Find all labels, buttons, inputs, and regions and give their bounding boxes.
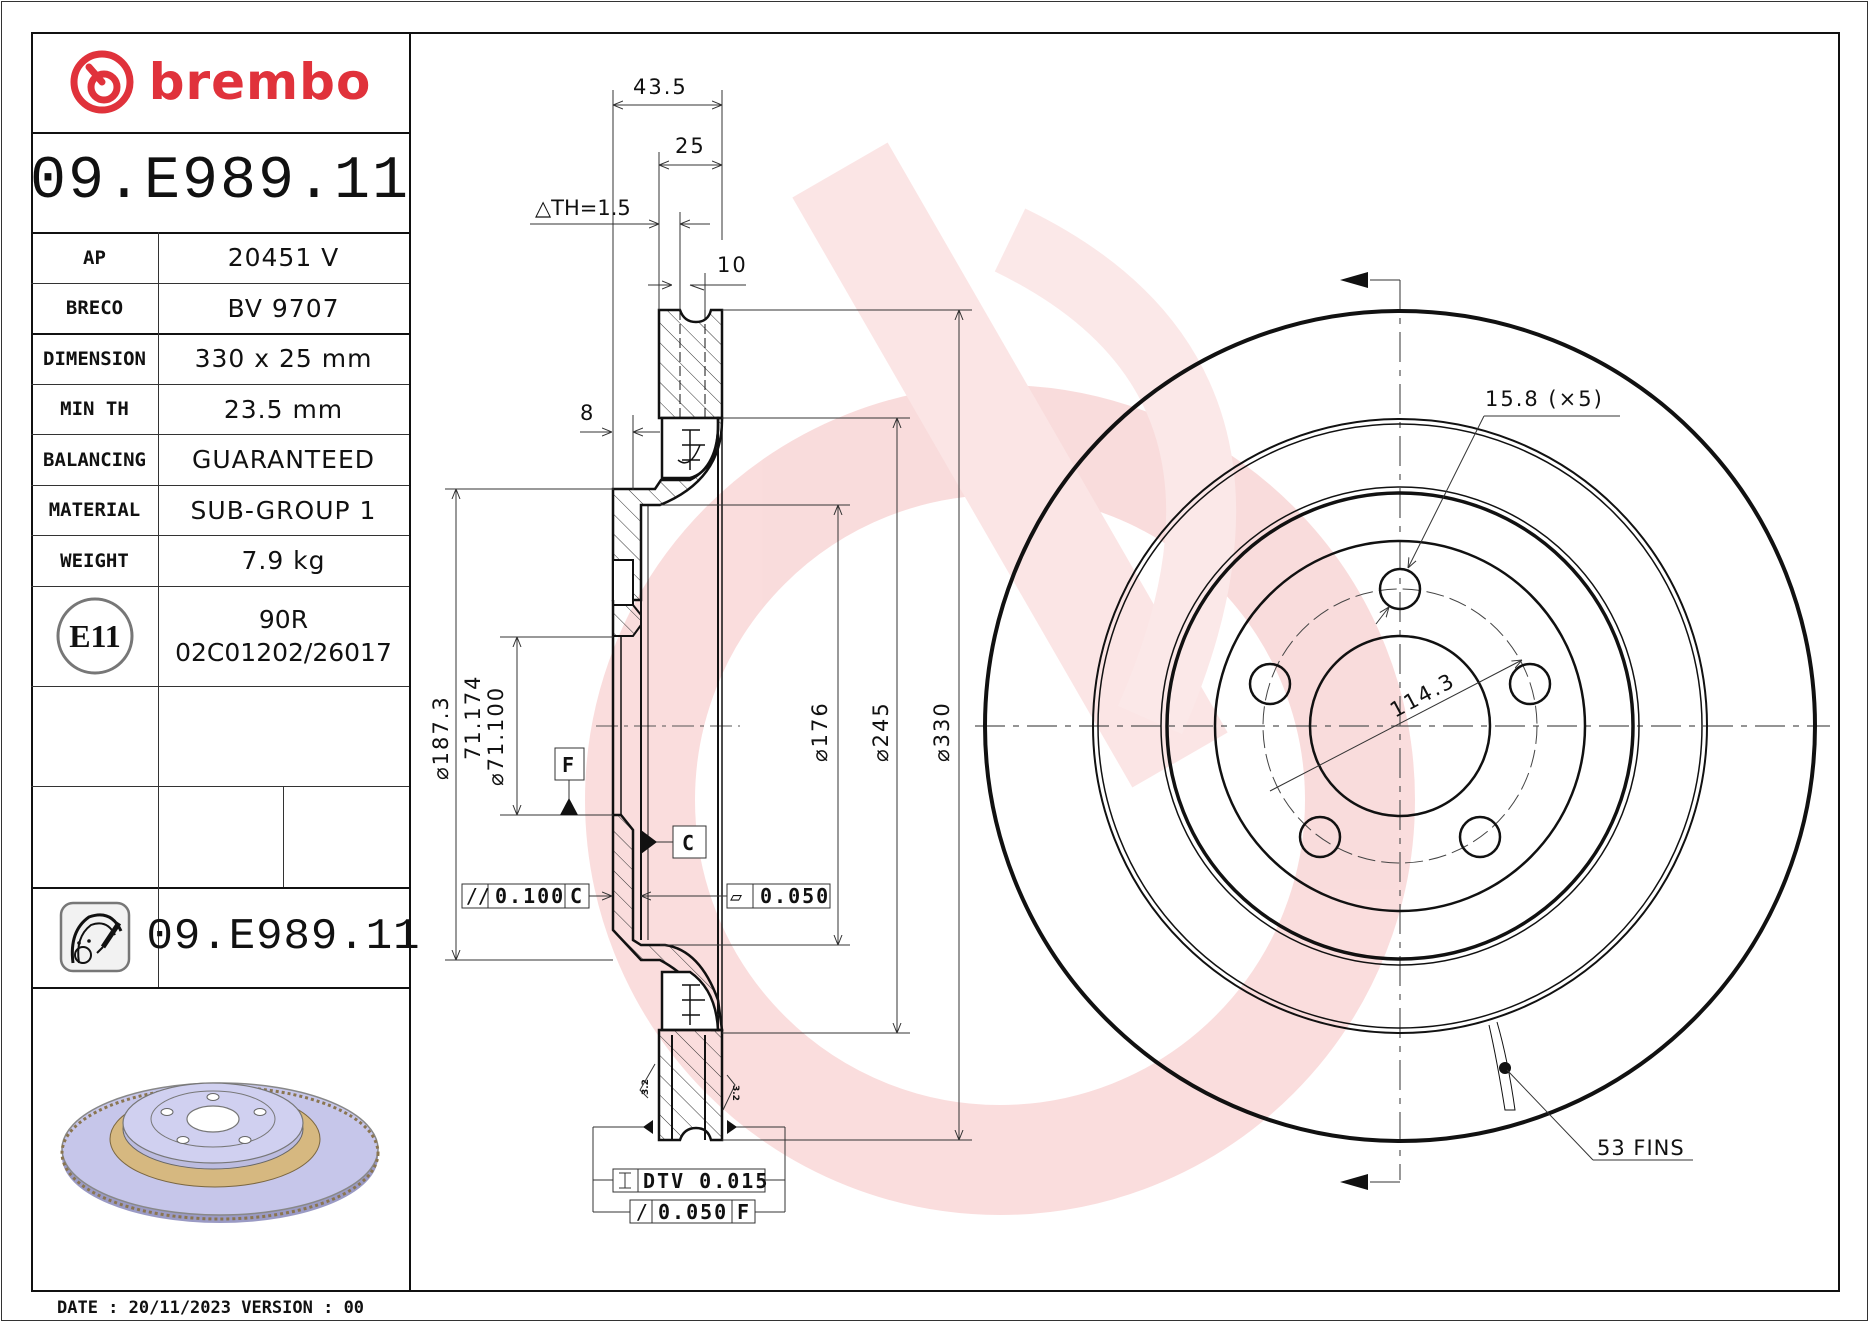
- datum-c-triangle: [641, 830, 657, 854]
- fins-label: 53 FINS: [1597, 1136, 1685, 1160]
- dim-25: 25: [675, 134, 706, 158]
- dim-8: 8: [580, 401, 595, 425]
- dim-delta-th: △TH=1.5: [535, 196, 631, 220]
- spec-value-dimension: 330 x 25 mm: [194, 344, 373, 373]
- spec-label-breco: BRECO: [65, 297, 124, 319]
- bolt-holes: [1248, 567, 1552, 859]
- e11-approval-icon: E11: [56, 597, 133, 675]
- datum-f-box: [554, 747, 585, 781]
- e11-mark: E11: [31, 586, 158, 686]
- dtv-label: DTV 0.015: [643, 1169, 769, 1193]
- spec-value-balancing: GUARANTEED: [191, 445, 376, 474]
- dim-10: 10: [717, 253, 748, 277]
- dim-245: ⌀245: [869, 701, 893, 762]
- section-dimension-labels: 43.5 25 △TH=1.5 10 8 ⌀187.3 71.174 ⌀71.1…: [429, 75, 954, 1224]
- approval-number: 90R 02C01202/26017: [158, 586, 409, 686]
- dim-43-5: 43.5: [633, 75, 688, 99]
- dim-330: ⌀330: [930, 701, 954, 762]
- dim-187-3: ⌀187.3: [429, 695, 453, 780]
- brembo-logo: brembo: [31, 32, 409, 132]
- spec-label-min-th: MIN TH: [60, 398, 129, 420]
- spec-value-ap: 20451 V: [227, 243, 340, 272]
- disc-render: [31, 987, 409, 1290]
- runout-datum: F: [737, 1200, 749, 1224]
- bolt-hole-label: 15.8 (×5): [1485, 387, 1604, 411]
- center-bore: [1308, 634, 1492, 818]
- dim-176: ⌀176: [808, 701, 832, 762]
- datum-f-triangle: [560, 798, 578, 815]
- roughness-right: 3.2: [730, 1085, 740, 1101]
- runout-value: 0.050: [658, 1200, 728, 1224]
- datum-c-box: [672, 825, 707, 859]
- spec-label-balancing: BALANCING: [43, 448, 146, 471]
- brembo-logo-icon: [70, 50, 134, 114]
- spec-label-dimension: DIMENSION: [43, 347, 146, 370]
- dim-71-174: 71.174: [461, 675, 485, 760]
- spec-label-ap: AP: [83, 246, 106, 269]
- parallelism-frame: [461, 883, 590, 909]
- part-number-footer: 09.E989.11: [146, 912, 421, 962]
- approval-line-2: 02C01202/26017: [175, 638, 392, 667]
- spec-value-weight: 7.9 kg: [241, 546, 326, 575]
- svg-text:E11: E11: [69, 618, 121, 654]
- flatness-value: 0.050: [760, 884, 830, 908]
- runout-frame: [629, 1199, 756, 1224]
- disc-3d-render: [60, 1081, 380, 1223]
- section-view: [596, 308, 740, 1142]
- dtv-frame: [612, 1168, 766, 1193]
- title-block: brembo 09.E989.11 AP 20451 V BRECO BV 97…: [29, 32, 421, 1292]
- spec-label-weight: WEIGHT: [60, 549, 129, 572]
- runout-symbol: /: [636, 1200, 648, 1224]
- flatness-frame: [726, 883, 831, 909]
- disc-icon-cell: [31, 887, 158, 987]
- brake-disc-icon: [59, 901, 130, 973]
- spec-value-breco: BV 9707: [227, 293, 340, 323]
- parallelism-symbol: //: [466, 884, 490, 908]
- drawing-frame: [31, 32, 1840, 1292]
- outer-rim: [983, 309, 1817, 1143]
- brand-name: brembo: [148, 53, 372, 111]
- date-version: DATE : 20/11/2023 VERSION : 00: [57, 1298, 365, 1318]
- front-view: [975, 272, 1830, 1190]
- approval-line-1: 90R: [258, 605, 309, 634]
- parallelism-datum: C: [570, 884, 582, 908]
- spec-label-material: MATERIAL: [48, 499, 141, 521]
- part-number-title: 09.E989.11: [29, 148, 411, 216]
- parallelism-value: 0.100: [495, 884, 565, 908]
- spec-value-material: SUB-GROUP 1: [190, 495, 377, 525]
- dim-71-100: ⌀71.100: [484, 686, 508, 786]
- datum-f-label: F: [562, 753, 574, 777]
- bolt-circle: [1262, 588, 1538, 864]
- spec-value-min-th: 23.5 mm: [223, 394, 344, 424]
- datum-c-label: C: [682, 831, 694, 855]
- roughness-left: 3.2: [641, 1079, 651, 1095]
- flatness-symbol: ▱: [730, 884, 742, 908]
